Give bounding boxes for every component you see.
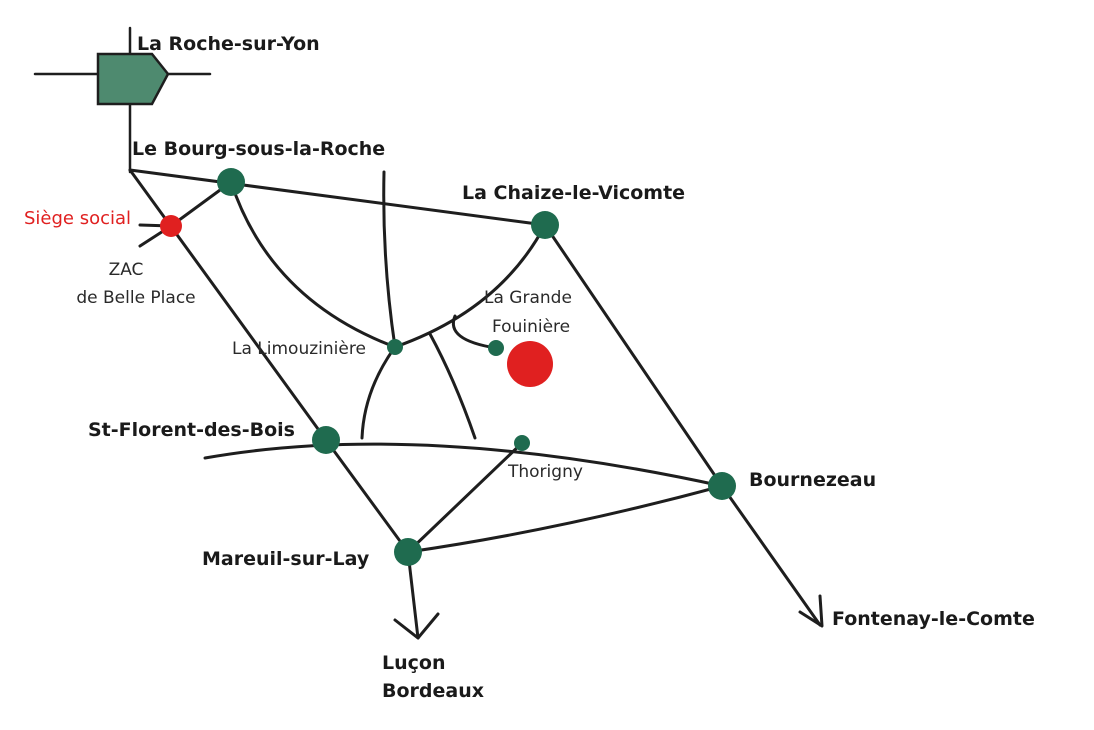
grande-fouiniere-marker (488, 340, 504, 356)
road-mareuil-to-lucon (406, 550, 420, 640)
label-lucon: Luçon (382, 652, 445, 674)
la-roche-sur-yon-symbol (33, 26, 212, 174)
label-grande-fouiniere-line1: La Grande (484, 288, 572, 308)
road-limouziniere-south (360, 345, 397, 440)
label-la-chaize-le-vicomte: La Chaize-le-Vicomte (462, 182, 685, 204)
label-fontenay-le-comte: Fontenay-le-Comte (832, 608, 1035, 630)
road-bourg-to-limouziniere (229, 180, 397, 349)
bourg-marker (217, 168, 245, 196)
road-mareuil-to-bournezeau (406, 484, 724, 554)
st-florent-marker (312, 426, 340, 454)
label-bourg-sous-la-roche: Le Bourg-sous-la-Roche (132, 138, 385, 160)
road-network (128, 168, 824, 640)
road-bourg-to-chaize (128, 168, 547, 227)
grande-fouiniere-site-marker (507, 341, 553, 387)
chaize-marker (531, 211, 559, 239)
town-markers (160, 168, 736, 566)
siege-social-marker (160, 215, 182, 237)
label-grande-fouiniere-line2: Fouinière (492, 317, 570, 337)
label-zac-line2: de Belle Place (76, 288, 195, 308)
road-bournezeau-to-fontenay (720, 484, 822, 627)
label-zac-line1: ZAC (109, 260, 144, 280)
arrow-fontenay-icon (798, 594, 824, 628)
label-la-roche-sur-yon: La Roche-sur-Yon (137, 33, 320, 55)
label-bournezeau: Bournezeau (749, 469, 876, 491)
road-st-florent-to-bournezeau (203, 442, 724, 488)
map-labels: La Roche-sur-Yon Le Bourg-sous-la-Roche … (24, 33, 1035, 702)
road-thorigny-to-mareuil (406, 441, 524, 554)
label-st-florent-des-bois: St-Florent-des-Bois (88, 419, 295, 441)
label-bordeaux: Bordeaux (382, 680, 484, 702)
road-chaize-to-bournezeau (543, 223, 724, 488)
road-st-florent-to-mareuil (324, 438, 410, 554)
label-siege-social: Siège social (24, 208, 131, 229)
limouziniere-marker (387, 339, 403, 355)
label-mareuil-sur-lay: Mareuil-sur-Lay (202, 548, 370, 570)
road-to-grande-fouiniere (452, 314, 498, 350)
thorigny-marker (514, 435, 530, 451)
road-north-to-limouziniere (382, 170, 397, 349)
road-limouziniere-to-st-florent-east (428, 332, 477, 440)
city-block-icon (96, 52, 170, 106)
road-bourg-to-st-florent (128, 168, 328, 442)
road-limouziniere-to-chaize (393, 223, 547, 349)
label-la-limouziniere: La Limouzinière (232, 339, 366, 359)
mareuil-marker (394, 538, 422, 566)
bournezeau-marker (708, 472, 736, 500)
arrow-lucon-icon (393, 612, 440, 640)
label-thorigny: Thorigny (507, 462, 583, 482)
